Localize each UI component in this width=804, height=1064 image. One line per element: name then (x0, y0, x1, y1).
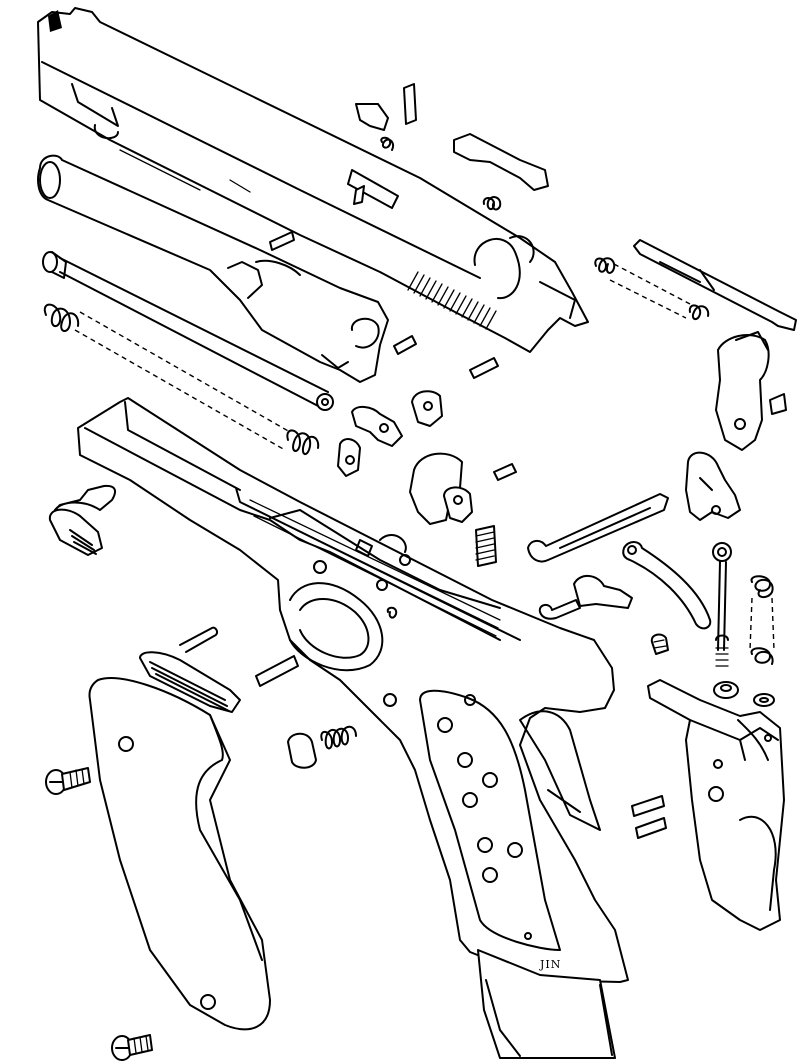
magazine-release (48, 484, 117, 556)
frame-marking: JIN (539, 958, 561, 971)
sear (685, 451, 741, 521)
small-screw (650, 633, 669, 655)
pins-and-springs (255, 83, 667, 839)
magazine (477, 949, 616, 1059)
trigger-spring (622, 541, 712, 630)
mainspring (749, 575, 775, 665)
grip-screw-upper (45, 767, 91, 795)
trigger-bar (527, 493, 669, 563)
hammer (715, 331, 787, 451)
left-grip-panel (88, 677, 271, 1031)
trigger (409, 452, 473, 525)
recoil-spring (43, 303, 320, 455)
safety-lever (139, 626, 241, 713)
slide-serrations (407, 271, 497, 330)
recoil-spring-guide (42, 251, 334, 411)
mainspring-seat (713, 681, 775, 707)
barrel (37, 154, 389, 383)
firing-pin (594, 239, 797, 331)
extractor (453, 133, 549, 191)
slide (37, 7, 589, 353)
hammer-strut (712, 542, 732, 667)
grip-backstrap-assembly (647, 679, 785, 931)
frame: JIN (77, 397, 629, 983)
slide-stop-parts (337, 390, 633, 620)
grip-screw-lower (111, 1034, 153, 1061)
